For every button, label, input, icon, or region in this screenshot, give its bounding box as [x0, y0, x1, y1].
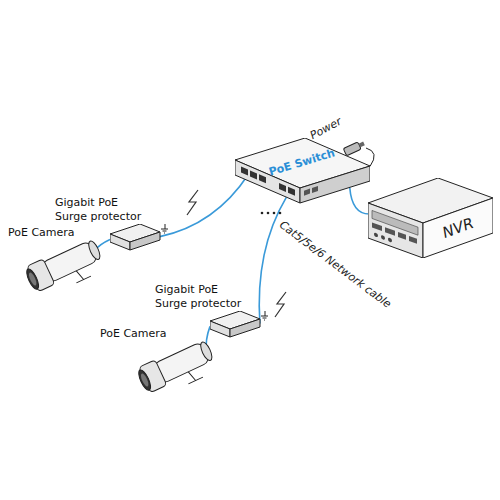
surge-protector-shape	[110, 224, 168, 252]
port-dot	[273, 212, 276, 215]
surge-protector-shape-part	[110, 234, 130, 250]
nvr-recorder: NVR	[368, 178, 493, 258]
poe-camera-shape-part	[23, 240, 107, 292]
node-label: Power	[308, 115, 344, 143]
poe-switch-shape-part	[304, 189, 310, 196]
port-dot	[279, 212, 282, 215]
nvr-recorder-shape-part	[374, 232, 378, 237]
nvr-recorder-shape-part	[381, 235, 385, 240]
poe-camera-shape	[130, 341, 220, 393]
cable-line	[350, 188, 371, 215]
surge-protector-shape-part	[210, 321, 230, 337]
network-cable	[160, 174, 249, 236]
nvr-recorder-shape-part	[385, 227, 395, 236]
cable-line	[259, 197, 286, 323]
surge-protector: Gigabit PoE Surge protector	[55, 196, 168, 252]
cable-line	[160, 174, 249, 236]
poe-camera-shape-part	[27, 259, 55, 292]
poe-switch-shape-part	[250, 170, 257, 179]
cable-line	[366, 148, 374, 166]
poe-camera-shape-part	[27, 272, 37, 287]
poe-camera: PoE Camera	[100, 327, 220, 393]
node-label: Gigabit PoE Surge protector	[155, 283, 247, 311]
lightning-symbol	[275, 292, 286, 317]
surge-protector-shape-part	[261, 311, 268, 320]
nvr-recorder-shape-part	[388, 237, 392, 242]
poe-switch-shape-part	[288, 187, 295, 196]
poe-switch-shape-part	[300, 166, 370, 203]
poe-switch-shape-part	[259, 174, 266, 183]
poe-camera-shape	[18, 240, 108, 292]
node-label: PoE Camera	[8, 226, 98, 240]
poe-switch-shape-part	[241, 167, 248, 176]
surge-protector: Gigabit PoE Surge protector	[155, 283, 268, 339]
power-adapter-shape-part	[343, 142, 361, 156]
power-adapter-shape-part	[343, 140, 365, 156]
network-cable	[259, 197, 286, 323]
surge-protector-shape-part	[230, 319, 260, 337]
poe-camera-shape-part	[135, 341, 219, 393]
lightning-symbol	[187, 190, 198, 215]
node-label: Gigabit PoE Surge protector	[55, 196, 147, 224]
poe-camera-shape-part	[139, 360, 167, 393]
poe-camera-shape-part	[136, 368, 153, 391]
poe-camera-shape-part	[24, 267, 41, 290]
power-adapter-shape-part	[359, 142, 365, 148]
node-label: PoE Camera	[100, 327, 190, 341]
nvr-recorder-shape-part	[372, 222, 382, 231]
nvr-recorder-shape-part	[409, 236, 417, 244]
nvr-recorder-shape-part	[398, 232, 406, 240]
poe-camera-shape-part	[139, 373, 149, 388]
poe-switch-shape-part	[304, 186, 318, 196]
nvr-recorder-shape	[368, 178, 493, 258]
poe-camera-shape-part	[198, 341, 214, 362]
power-adapter: Power	[310, 115, 370, 160]
surge-protector-shape-part	[161, 224, 168, 233]
power-adapter-shape	[342, 139, 366, 157]
port-dot	[261, 212, 264, 215]
poe-switch-shape-part	[279, 183, 286, 192]
surge-protector-shape-part	[130, 232, 160, 250]
network-cable	[366, 148, 374, 166]
nvr-recorder-shape-part	[372, 210, 418, 252]
nvr-recorder-shape-part	[423, 198, 493, 258]
port-dot	[267, 212, 270, 215]
network-cable	[350, 188, 371, 215]
surge-protector-shape	[210, 311, 268, 339]
poe-camera: PoE Camera	[8, 226, 108, 292]
nvr-recorder-shape-part	[368, 203, 423, 258]
nvr-recorder-shape-part	[372, 210, 418, 235]
poe-switch-shape-part	[312, 186, 318, 193]
poe-camera-shape-part	[86, 240, 102, 261]
